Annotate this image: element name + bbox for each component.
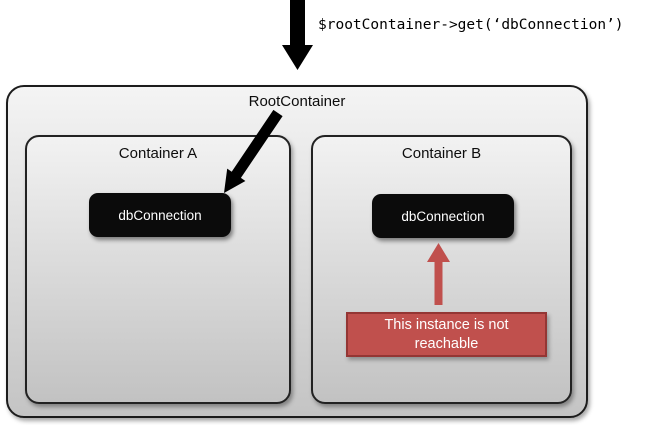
container-a-dbconnection-box: dbConnection bbox=[89, 193, 231, 237]
code-call-label: $rootContainer->get(‘dbConnection’) bbox=[318, 17, 624, 33]
root-container-label: RootContainer bbox=[248, 93, 346, 110]
container-b-dbconnection-box: dbConnection bbox=[372, 194, 514, 238]
container-b-label: Container B bbox=[401, 145, 482, 162]
container-b-dbconnection-label: dbConnection bbox=[401, 208, 485, 224]
container-a-box: Container A dbConnection bbox=[25, 135, 291, 404]
container-a-dbconnection-label: dbConnection bbox=[118, 207, 202, 223]
root-container-box: RootContainer Container A dbConnection C… bbox=[6, 85, 588, 418]
warning-text: This instance is not reachable bbox=[384, 316, 509, 352]
container-b-box: Container B dbConnection This instance i… bbox=[311, 135, 572, 404]
container-a-label: Container A bbox=[118, 145, 198, 162]
call-down-arrow-icon bbox=[282, 0, 313, 70]
warning-callout: This instance is not reachable bbox=[346, 312, 547, 357]
